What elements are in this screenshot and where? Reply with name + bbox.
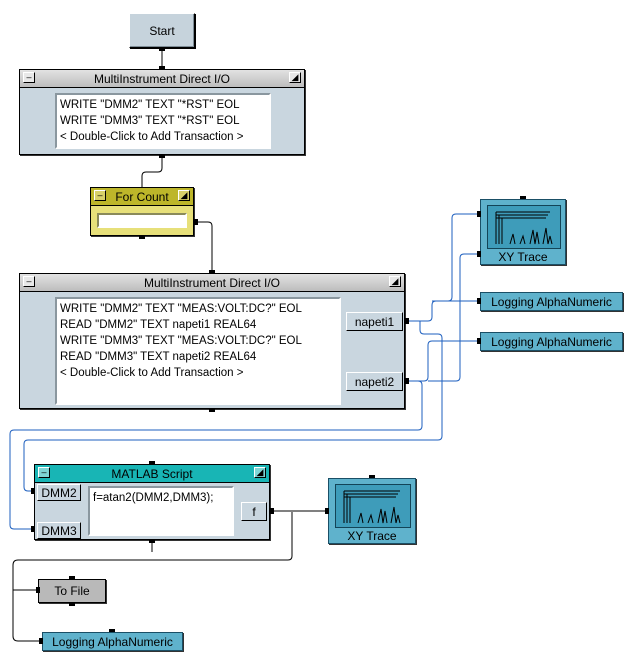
minimize-icon[interactable]: –	[23, 72, 35, 83]
trace-graph-icon	[343, 490, 401, 524]
log2-in-pin	[477, 338, 481, 344]
for-count-object[interactable]: – For Count ◢	[90, 187, 194, 236]
mio2-transactions[interactable]: WRITE "DMM2" TEXT "MEAS:VOLT:DC?" EOL RE…	[55, 297, 341, 405]
xy2-in-pin	[325, 508, 329, 514]
napeti1-out-pin	[405, 318, 409, 324]
tofile-seq-top-pin	[69, 576, 75, 579]
start-seq-out-pin	[159, 48, 165, 51]
xy-trace-1-label: XY Trace	[498, 250, 548, 264]
menu-icon[interactable]: ◢	[289, 72, 301, 83]
terminal-label: napeti1	[354, 314, 395, 329]
data-wire-napeti2-xy1	[428, 253, 482, 382]
trace-graph-icon	[495, 211, 553, 245]
mio-direct-io-1[interactable]: – MultiInstrument Direct I/O ◢ WRITE "DM…	[19, 69, 305, 155]
for-count-title: For Count	[115, 189, 169, 204]
menu-icon[interactable]: ◢	[178, 190, 190, 201]
mio1-titlebar[interactable]: – MultiInstrument Direct I/O ◢	[20, 70, 304, 88]
data-wire-napeti1-dmm2	[23, 321, 443, 492]
terminal-label: DMM3	[41, 523, 77, 538]
output-terminal-f[interactable]: f	[241, 502, 267, 521]
matlab-title: MATLAB Script	[111, 466, 193, 481]
input-terminal-dmm3[interactable]: DMM3	[37, 522, 81, 539]
for-count-titlebar[interactable]: – For Count ◢	[91, 188, 193, 206]
mio1-seq-out-pin	[159, 155, 165, 158]
menu-icon[interactable]: ◢	[389, 276, 401, 287]
seq-wire-tofile-log3	[12, 512, 293, 642]
to-file-label: To File	[54, 584, 90, 598]
dmm3-in-pin	[31, 526, 35, 532]
add-transaction-hint[interactable]: < Double-Click to Add Transaction >	[60, 367, 244, 379]
logging-alphanumeric-3[interactable]: Logging AlphaNumeric	[42, 632, 183, 651]
xy2-seq-pin	[369, 475, 375, 478]
xy1-seq-pin	[520, 196, 526, 199]
mio1-seq-in-pin	[159, 66, 165, 69]
minimize-icon[interactable]: –	[38, 467, 50, 478]
output-terminal-napeti1[interactable]: napeti1	[346, 312, 403, 331]
for-count-input[interactable]	[97, 213, 187, 228]
menu-icon[interactable]: ◢	[254, 467, 266, 478]
add-transaction-hint[interactable]: < Double-Click to Add Transaction >	[60, 131, 244, 143]
mio1-transactions[interactable]: WRITE "DMM2" TEXT "*RST" EOL WRITE "DMM3…	[55, 93, 271, 149]
transaction-line[interactable]: WRITE "DMM2" TEXT "MEAS:VOLT:DC?" EOL	[60, 303, 302, 315]
mio2-seq-in-pin	[209, 270, 215, 273]
logging-alphanumeric-2[interactable]: Logging AlphaNumeric	[480, 332, 623, 351]
mio2-titlebar[interactable]: – MultiInstrument Direct I/O ◢	[20, 274, 404, 292]
tofile-seq-in-pin	[36, 587, 40, 593]
transaction-line[interactable]: WRITE "DMM2" TEXT "*RST" EOL	[60, 99, 240, 111]
to-file-object[interactable]: To File	[38, 579, 106, 603]
tofile-seq-out-pin	[69, 603, 75, 606]
matlab-script-object[interactable]: – MATLAB Script ◢ DMM2 DMM3 f=atan2(DMM2…	[34, 464, 270, 540]
output-terminal-napeti2[interactable]: napeti2	[346, 372, 403, 391]
matlab-seq-out-pin	[149, 540, 155, 543]
xy-trace-display-2[interactable]: XY Trace	[328, 478, 416, 544]
xy-trace-display-1[interactable]: XY Trace	[480, 199, 566, 265]
terminal-label: f	[252, 504, 256, 519]
napeti2-out-pin	[405, 378, 409, 384]
logging-2-label: Logging AlphaNumeric	[491, 334, 612, 349]
xy-trace-plot-icon	[487, 205, 561, 249]
minimize-icon[interactable]: –	[23, 276, 35, 287]
xy-trace-plot-icon	[335, 484, 411, 528]
data-wire-napeti2-dmm3	[9, 380, 423, 530]
xy1-in-pin-2	[477, 251, 481, 257]
transaction-line[interactable]: WRITE "DMM3" TEXT "*RST" EOL	[60, 115, 240, 127]
seq-wire-mio1-forcount	[141, 154, 163, 188]
mio-direct-io-2[interactable]: – MultiInstrument Direct I/O ◢ WRITE "DM…	[19, 273, 405, 409]
start-label: Start	[149, 23, 175, 38]
terminal-label: DMM2	[41, 485, 77, 500]
xy-trace-2-label: XY Trace	[347, 529, 397, 543]
input-terminal-dmm2[interactable]: DMM2	[37, 484, 81, 501]
f-out-pin	[270, 508, 274, 514]
data-wire-napeti2-log2	[404, 340, 482, 382]
mio2-title: MultiInstrument Direct I/O	[143, 275, 281, 290]
log1-in-pin	[477, 298, 481, 304]
transaction-line[interactable]: READ "DMM3" TEXT napeti2 REAL64	[60, 351, 257, 363]
transaction-line[interactable]: WRITE "DMM3" TEXT "MEAS:VOLT:DC?" EOL	[60, 335, 302, 347]
matlab-seq-in-pin	[149, 461, 155, 464]
minimize-icon[interactable]: –	[94, 190, 106, 201]
transaction-line[interactable]: READ "DMM2" TEXT napeti1 REAL64	[60, 319, 257, 331]
logging-1-label: Logging AlphaNumeric	[491, 294, 612, 309]
for-count-seq-out-pin	[139, 236, 145, 239]
data-wire-forcount-mio2	[198, 221, 213, 274]
dmm2-in-pin	[31, 488, 35, 494]
logging-3-label: Logging AlphaNumeric	[52, 634, 173, 649]
matlab-titlebar[interactable]: – MATLAB Script ◢	[35, 465, 269, 483]
matlab-script-editor[interactable]: f=atan2(DMM2,DMM3);	[88, 486, 234, 536]
start-button[interactable]: Start	[129, 13, 195, 48]
data-wire-napeti1-log1	[404, 300, 482, 322]
mio2-seq-out-pin	[209, 409, 215, 412]
log3-seq-pin	[109, 629, 115, 632]
logging-alphanumeric-1[interactable]: Logging AlphaNumeric	[480, 292, 623, 311]
log3-in-pin	[39, 638, 43, 644]
terminal-label: napeti2	[354, 374, 395, 389]
data-wire-napeti1-xy1	[432, 213, 482, 302]
for-count-out-pin	[194, 219, 198, 225]
script-code[interactable]: f=atan2(DMM2,DMM3);	[93, 492, 214, 504]
xy1-in-pin-1	[477, 211, 481, 217]
mio1-title: MultiInstrument Direct I/O	[93, 71, 231, 86]
